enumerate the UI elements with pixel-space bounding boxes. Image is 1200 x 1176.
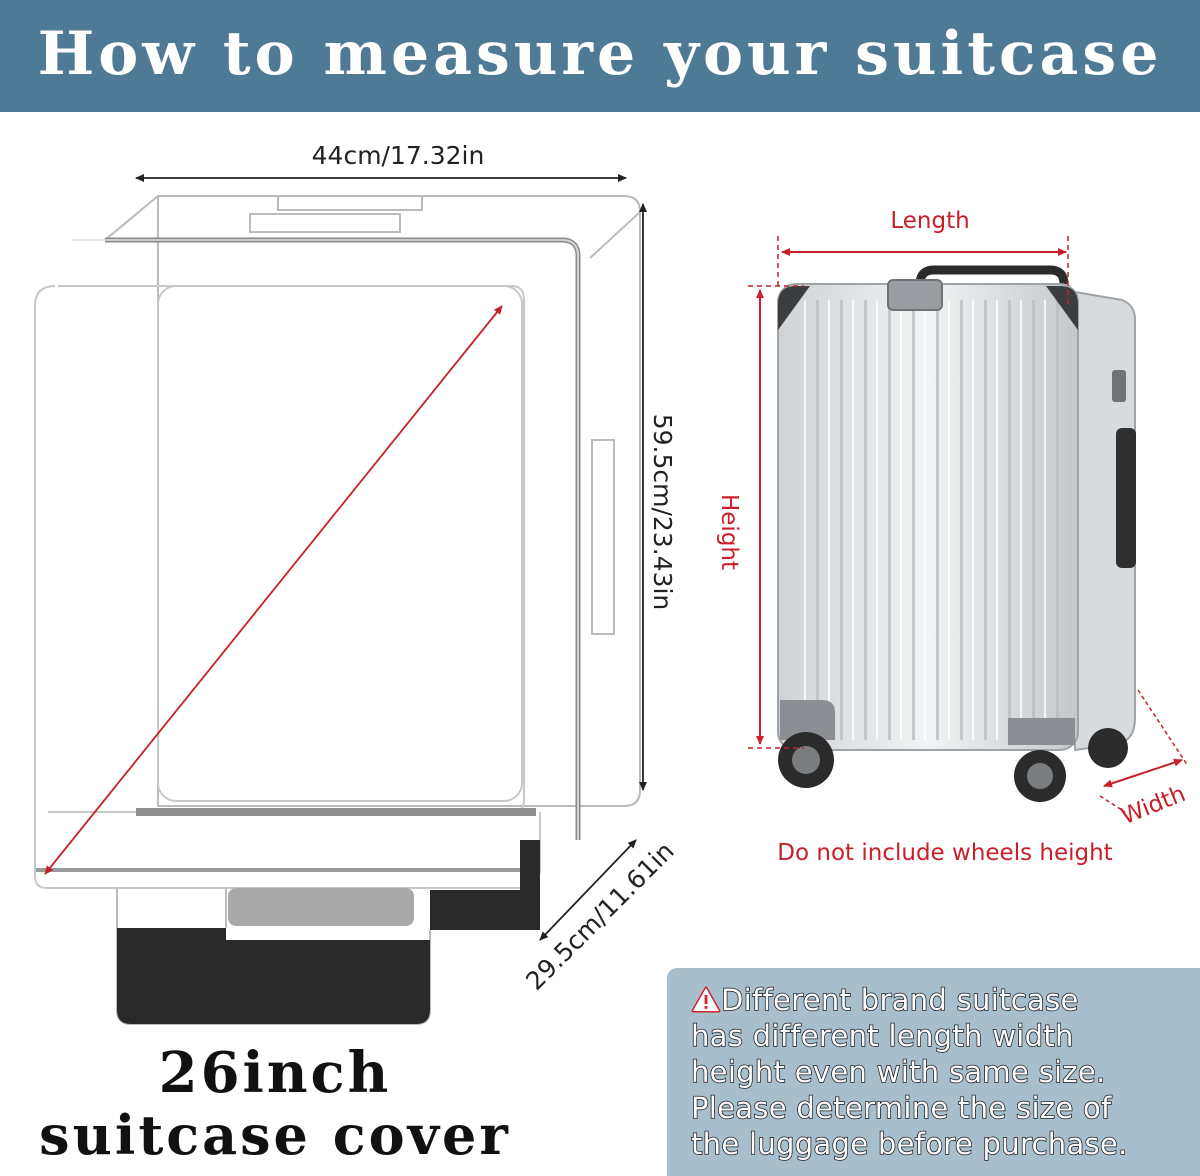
depth-dimension-label: 29.5cm/11.61in xyxy=(520,836,679,995)
notice-box: Different brand suitcase has different l… xyxy=(667,968,1200,1176)
length-label: Length xyxy=(890,208,969,234)
height-dimension-label: 59.5cm/23.43in xyxy=(648,414,677,611)
suitcase-height-label: Height xyxy=(716,494,742,570)
caption-product: suitcase cover xyxy=(39,1103,511,1167)
page-title: How to measure your suitcase xyxy=(37,19,1163,89)
header-banner: How to measure your suitcase xyxy=(0,0,1200,112)
silver-suitcase-image xyxy=(748,236,1189,813)
caption-size: 26inch xyxy=(158,1040,392,1106)
warning-triangle-icon xyxy=(691,986,721,1013)
width-dimension-label: 44cm/17.32in xyxy=(312,141,485,170)
notice-text: Different brand suitcase has different l… xyxy=(690,982,1128,1162)
wheels-note: Do not include wheels height xyxy=(777,840,1112,866)
suitcase-width-label: Width xyxy=(1118,781,1190,830)
cover-outline-drawing xyxy=(34,174,647,1025)
